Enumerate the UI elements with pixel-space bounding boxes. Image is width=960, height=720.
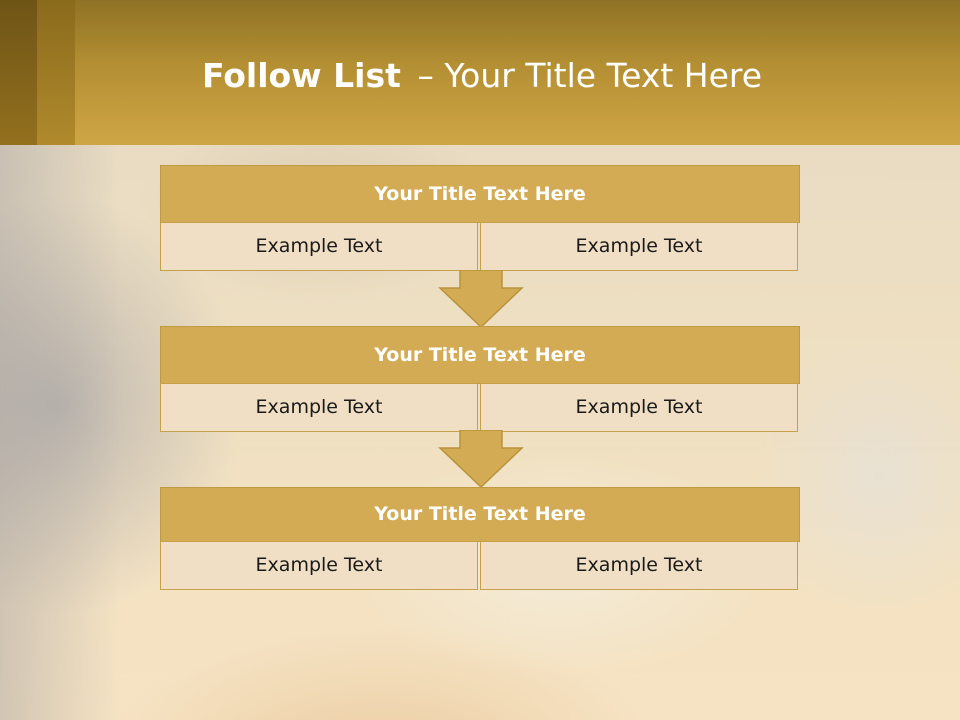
slide-title-bold: Follow List <box>202 56 401 95</box>
background-photo-shade <box>0 145 120 720</box>
slide-title-rest: – Your Title Text Here <box>417 56 763 95</box>
list-block-right-cell: Example Text <box>480 222 798 271</box>
list-block-title: Your Title Text Here <box>160 165 800 223</box>
list-block-right-cell: Example Text <box>480 383 798 432</box>
down-arrow-icon <box>438 430 524 488</box>
title-banner: Follow List – Your Title Text Here <box>0 0 960 145</box>
list-block-left-cell: Example Text <box>160 222 478 271</box>
down-arrow-icon <box>438 270 524 328</box>
list-block-title: Your Title Text Here <box>160 487 800 542</box>
list-block-right-cell: Example Text <box>480 541 798 590</box>
banner-stripe-mid <box>37 0 75 145</box>
banner-stripe-dark <box>0 0 37 145</box>
list-block-left-cell: Example Text <box>160 541 478 590</box>
list-block-title: Your Title Text Here <box>160 326 800 384</box>
slide-title: Follow List – Your Title Text Here <box>202 54 762 98</box>
list-block-left-cell: Example Text <box>160 383 478 432</box>
